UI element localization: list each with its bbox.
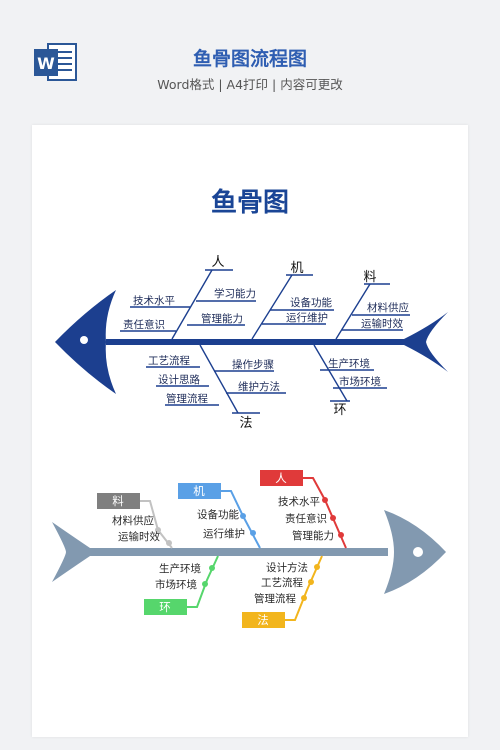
fish1-label-environment-2: 市场环境	[339, 375, 381, 388]
fish2-label-people-1: 技术水平	[278, 495, 320, 508]
fish1-category-people: 人	[211, 255, 224, 270]
fish1-category-environment: 环	[333, 403, 346, 418]
fish1-bone-method	[199, 344, 239, 414]
fish2-branch-material	[97, 493, 173, 549]
fish2-category-material: 料	[112, 494, 124, 508]
fish1-label-machine-1: 设备功能	[290, 296, 332, 309]
fish2-label-method-1: 设计方法	[266, 561, 308, 574]
fish1-label-method-4: 维护方法	[238, 380, 280, 393]
fish2-box-method	[242, 612, 285, 628]
fish2-dot-method-1	[314, 564, 320, 570]
fish1-label-people-2: 学习能力	[214, 287, 256, 300]
fish2-branch-machine	[178, 483, 261, 549]
fish2-dot-material-1	[155, 527, 161, 533]
fish1-label-method-2: 操作步骤	[232, 358, 274, 371]
fish2-dot-people-2	[330, 515, 336, 521]
fish1-spine	[106, 339, 408, 345]
fish2-label-environment-1: 生产环境	[159, 562, 201, 575]
fish2-spine	[66, 548, 388, 556]
fish2-label-method-3: 管理流程	[254, 592, 296, 605]
fish1-bone-material	[335, 283, 371, 340]
word-icon-letter: W	[37, 54, 55, 73]
fish2-dot-environment-2	[202, 581, 208, 587]
fish1-label-method-1: 工艺流程	[148, 354, 190, 367]
fish2-eye	[413, 547, 423, 557]
document-page	[32, 125, 468, 737]
fish2-connector-method	[285, 555, 323, 621]
fish1-category-method: 法	[239, 416, 252, 431]
fish1-label-machine-2: 运行维护	[286, 311, 328, 324]
fish1-label-material-2: 运输时效	[361, 317, 403, 330]
fish1-category-machine: 机	[290, 261, 303, 276]
fish2-label-material-2: 运输时效	[118, 530, 160, 543]
sheet-title: 鱼骨图	[210, 188, 289, 218]
fish2-label-material-1: 材料供应	[112, 514, 154, 527]
fish2-branch-environment	[144, 555, 219, 615]
fish2-branch-people	[260, 470, 347, 549]
fish2-box-machine	[178, 483, 221, 499]
fish2-box-people	[260, 470, 303, 486]
fish1-label-method-3: 设计思路	[158, 373, 200, 386]
document-header: W 鱼骨图流程图 Word格式 | A4打印 | 内容可更改	[0, 0, 500, 110]
fish1-bone-people	[171, 269, 213, 340]
fish2-dot-method-2	[308, 579, 314, 585]
fish1-label-environment-1: 生产环境	[328, 357, 370, 370]
fish1-category-material: 料	[363, 270, 376, 285]
fish2-dot-environment-1	[209, 565, 215, 571]
fish1-label-people-1: 技术水平	[133, 294, 175, 307]
document-meta: Word格式 | A4打印 | 内容可更改	[157, 77, 343, 92]
fish2-dot-machine-2	[250, 530, 256, 536]
fish2-box-environment	[144, 599, 187, 615]
fish2-dot-method-3	[301, 595, 307, 601]
fish2-dot-material-2	[166, 540, 172, 546]
fish2-label-people-2: 责任意识	[285, 512, 327, 525]
fish1-label-people-4: 管理能力	[201, 312, 243, 325]
fish2-label-people-3: 管理能力	[292, 529, 334, 542]
fish2-dot-people-3	[338, 532, 344, 538]
fish2-category-machine: 机	[193, 484, 205, 498]
fish2-label-machine-1: 设备功能	[197, 508, 239, 521]
fish1-eye	[80, 336, 88, 344]
fish2-label-method-2: 工艺流程	[261, 576, 303, 589]
fish2-category-method: 法	[257, 613, 269, 627]
document-title: 鱼骨图流程图	[192, 48, 307, 70]
fish2-branch-method	[242, 555, 323, 628]
fish2-category-environment: 环	[159, 600, 171, 614]
fish1-label-people-3: 责任意识	[123, 318, 165, 331]
fish2-connector-people	[303, 477, 347, 549]
fish1-head	[404, 312, 448, 372]
fish2-box-material	[97, 493, 140, 509]
fish1-bone-machine	[251, 274, 293, 340]
fishbone-1	[55, 269, 448, 414]
fish2-connector-material	[140, 500, 173, 549]
fish1-label-material-1: 材料供应	[367, 301, 409, 314]
fish2-category-people: 人	[275, 471, 287, 485]
fish2-label-machine-2: 运行维护	[203, 527, 245, 540]
word-app-icon: W	[34, 43, 77, 81]
fishbone-2	[52, 470, 446, 628]
fish2-dot-machine-1	[240, 513, 246, 519]
fish2-dot-people-1	[322, 497, 328, 503]
fish1-bone-environment	[313, 344, 348, 402]
fish1-label-method-5: 管理流程	[166, 392, 208, 405]
fish2-label-environment-2: 市场环境	[155, 578, 197, 591]
